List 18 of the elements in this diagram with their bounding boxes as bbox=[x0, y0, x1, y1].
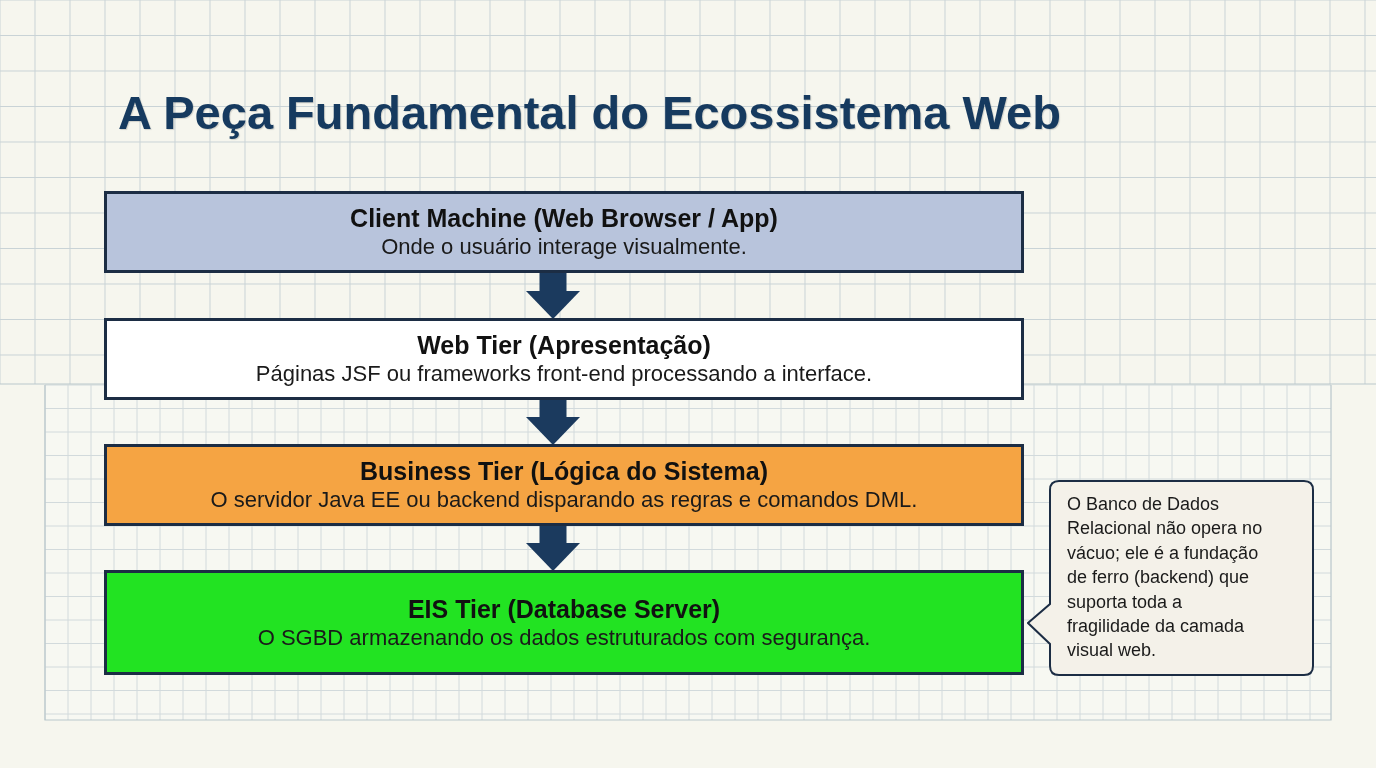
layer-title: EIS Tier (Database Server) bbox=[407, 593, 721, 624]
down-arrow bbox=[526, 524, 580, 571]
layer-title: Web Tier (Apresentação) bbox=[417, 330, 711, 360]
callout-text: O Banco de Dados Relacional não opera no vácuo; ele é a fundação de ferro (backend) que suporta toda a fragilidade da camada visual web. bbox=[1067, 493, 1264, 663]
layer-description: Páginas JSF ou frameworks front-end processando a interface. bbox=[255, 360, 873, 388]
title: A Peça Fundamental do Ecossistema Web bbox=[118, 86, 1061, 140]
down-arrow bbox=[526, 398, 580, 445]
layer-description: Onde o usuário interage visualmente. bbox=[381, 233, 747, 261]
callout-bubble bbox=[1027, 480, 1314, 676]
layer-description: O SGBD armazenando os dados estruturados com segurança. bbox=[257, 623, 871, 652]
layer-box bbox=[104, 318, 1024, 400]
layer-description: O servidor Java EE ou backend disparando as regras e comandos DML. bbox=[210, 486, 918, 514]
layer-box bbox=[104, 191, 1024, 273]
down-arrow bbox=[526, 271, 580, 319]
layer-title: Client Machine (Web Browser / App) bbox=[350, 203, 778, 233]
layer-title: Business Tier (Lógica do Sistema) bbox=[360, 456, 768, 486]
layer-box bbox=[104, 570, 1024, 675]
layer-box bbox=[104, 444, 1024, 526]
